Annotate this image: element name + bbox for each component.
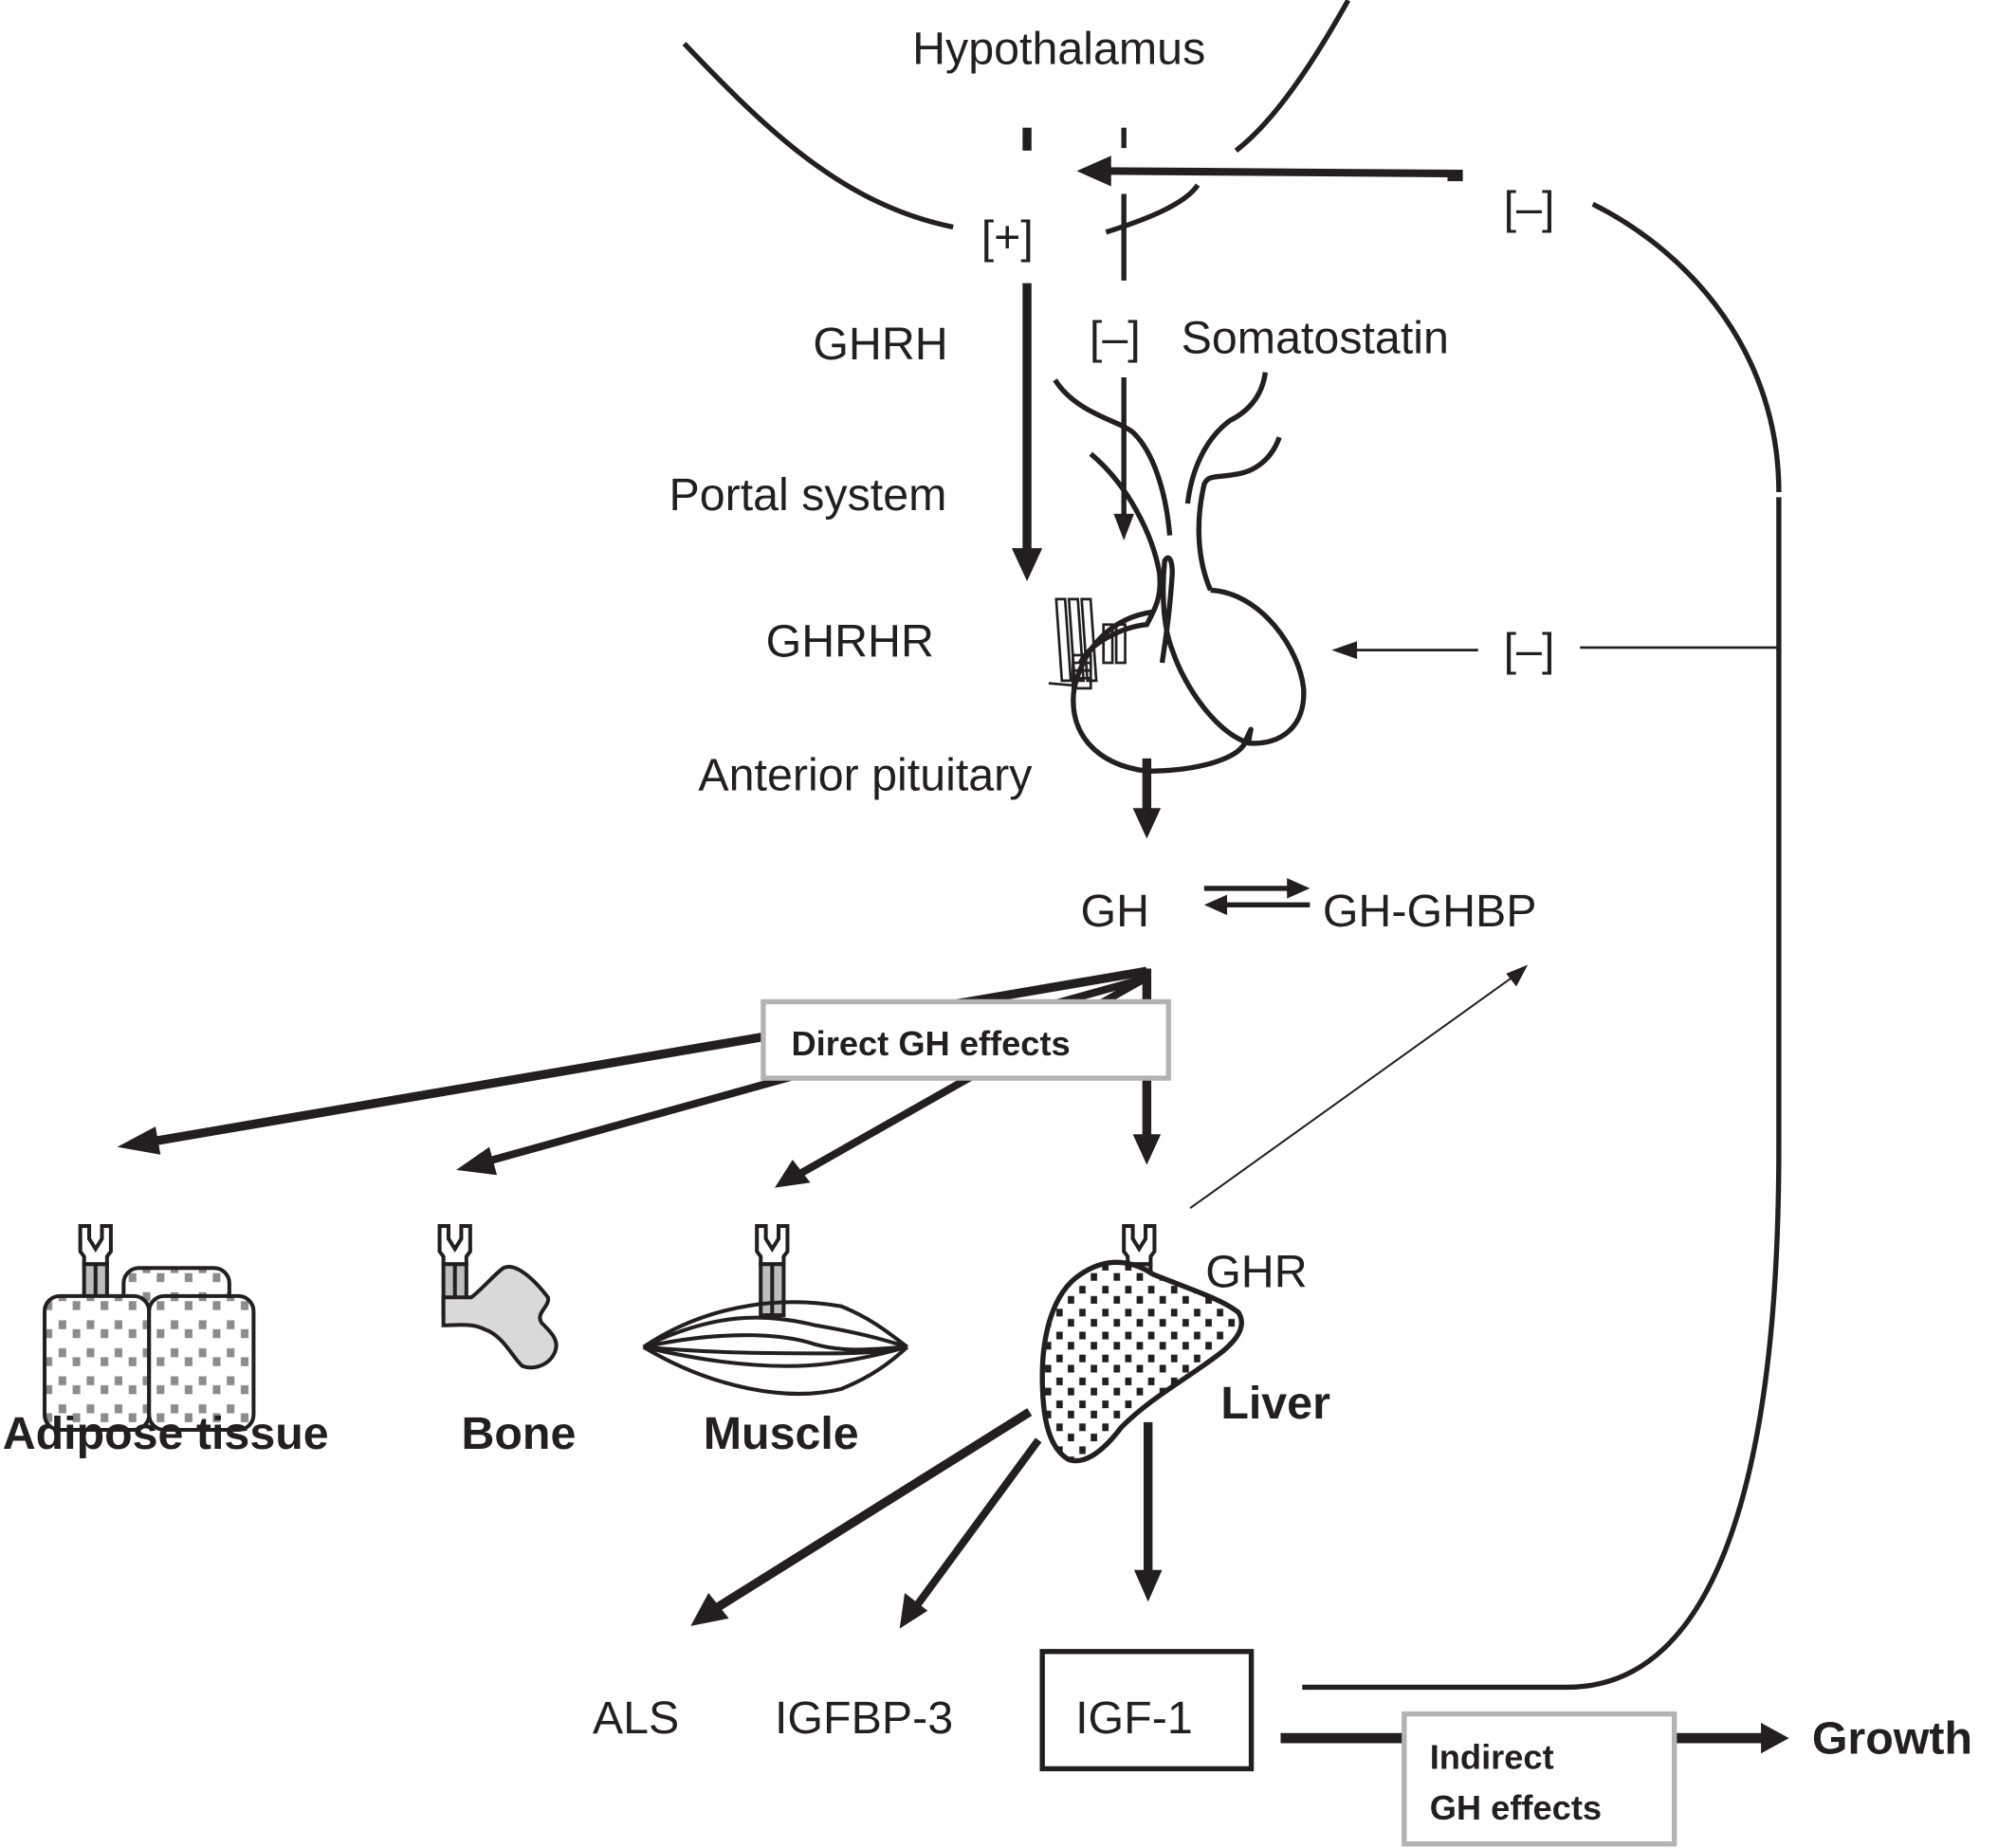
ghr-receptor-muscle-icon [755,1223,790,1318]
igf1-box [1039,1649,1255,1772]
equilibrium-forward-arrowhead [1287,878,1311,899]
muscle-label: Muscle [704,1408,859,1459]
pituitary-stalk-left-lower [1078,451,1163,665]
ghrhr-label: GHRHR [766,615,934,667]
anterior-pituitary-lobe [1071,609,1254,774]
indirect-effects-label-line1: Indirect [1430,1737,1554,1776]
somatostatin-label: Somatostatin [1182,313,1449,364]
igf1-feedback-loop-upper [1591,201,1782,492]
indirect-effects-label-line2: GH effects [1430,1788,1602,1827]
bone-arrowhead [456,1146,498,1176]
igf1-feedback-loop [1302,497,1782,1691]
anterior-pituitary-label: Anterior pituitary [698,749,1033,800]
bone-label: Bone [461,1408,576,1459]
igfbp3-label: IGFBP-3 [775,1692,953,1744]
minus-pituitary-label: [–] [1504,625,1555,676]
ghrh-label: GHRH [813,319,947,370]
liver-to-ghbp-arrowhead [1506,964,1529,987]
posterior-pituitary-lobe [1159,555,1307,746]
liver-to-igfbp3-arrow [911,1437,1042,1611]
pituitary-stalk-right-lower [1196,436,1282,592]
igfbp3-arrowhead [899,1592,928,1629]
direct-effects-label: Direct GH effects [791,1024,1070,1063]
hypothalamus-outline-left [682,42,954,230]
muscle-icon [642,1300,909,1396]
liver-icon [1039,1259,1244,1464]
gh-label: GH [1081,886,1150,937]
feedback-arrowhead-pituitary [1331,641,1358,659]
direct-effects-box [761,998,1171,1081]
ghrh-arrowhead [1011,548,1043,582]
bone-icon [441,1265,559,1370]
pituitary-stalk-right-upper [1184,372,1269,504]
ghr-label: GHR [1205,1246,1307,1297]
growth-label: Growth [1812,1712,1972,1764]
feedback-arrow-tail [1447,170,1463,182]
ghrhr-receptor-icon [1048,597,1127,690]
muscle-arrowhead [775,1160,811,1188]
adipose-tissue-label: Adipose tissue [3,1408,329,1459]
liver-label: Liver [1220,1378,1330,1429]
portal-system-label: Portal system [669,469,946,521]
somatostatin-arrowhead [1113,513,1134,541]
liver-to-als-arrow [713,1408,1033,1613]
hypothalamus-inner-curve [1105,183,1201,235]
als-arrowhead [690,1592,729,1626]
hypothalamus-outline-right [1234,0,1351,153]
plus-sign-label: [+] [981,211,1034,263]
liver-to-ghbp-arrow [1189,975,1514,1209]
pituitary-stalk-left-upper [1053,378,1173,536]
liver-arrowhead [1132,1134,1162,1165]
indirect-effects-box [1402,1711,1677,1847]
feedback-arrowhead-hypothalamus [1076,156,1111,187]
feedback-arrow-hypothalamus [1109,167,1459,178]
gh-ghbp-label: GH-GHBP [1323,886,1537,937]
growth-arrowhead [1761,1723,1789,1754]
equilibrium-reverse-arrowhead [1203,894,1228,916]
igf1-arrowhead [1133,1569,1163,1602]
hypothalamus-label: Hypothalamus [912,23,1205,74]
pituitary-gh-arrowhead [1132,808,1162,839]
minus-somatostatin-label: [–] [1090,313,1141,364]
adipose-tissue-icon [43,1266,256,1432]
adipose-arrowhead [117,1126,161,1155]
minus-top-right-label: [–] [1504,182,1555,233]
igf1-label: IGF-1 [1075,1692,1193,1744]
als-label: ALS [593,1692,679,1744]
